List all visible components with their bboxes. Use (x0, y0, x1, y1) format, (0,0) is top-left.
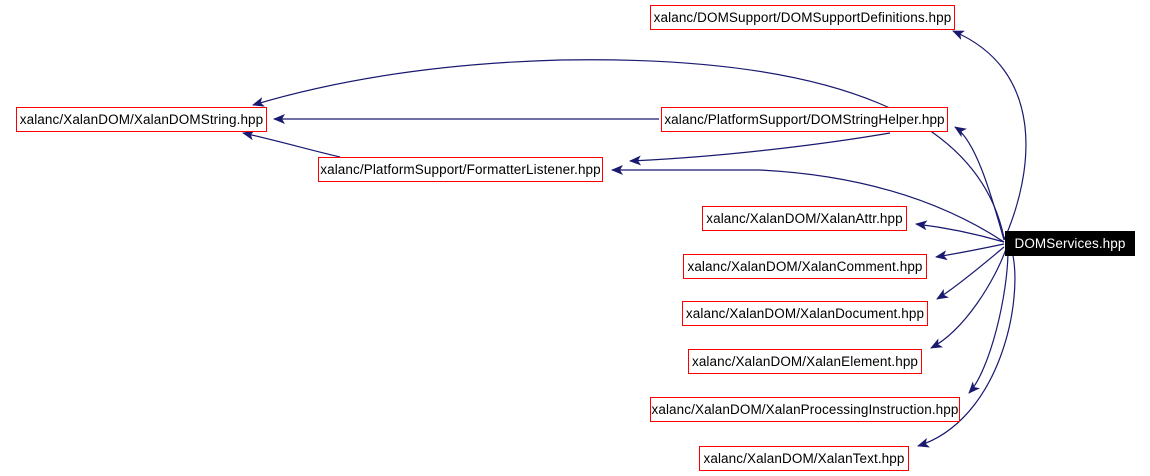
node-label: xalanc/XalanDOM/XalanAttr.hpp (706, 210, 903, 226)
node-xalantext[interactable]: xalanc/XalanDOM/XalanText.hpp (699, 446, 909, 471)
node-domstringhelper[interactable]: xalanc/PlatformSupport/DOMStringHelper.h… (661, 107, 948, 132)
node-xalancomment[interactable]: xalanc/XalanDOM/XalanComment.hpp (683, 254, 927, 279)
node-label: xalanc/PlatformSupport/FormatterListener… (320, 161, 601, 177)
node-label: xalanc/PlatformSupport/DOMStringHelper.h… (664, 111, 945, 127)
node-label: xalanc/XalanDOM/XalanDOMString.hpp (19, 111, 264, 127)
edge-domservices-xalanprocessinginstruction (968, 249, 1009, 394)
node-label: xalanc/XalanDOM/XalanDocument.hpp (685, 305, 925, 321)
node-label: xalanc/XalanDOM/XalanText.hpp (703, 450, 905, 466)
node-label: xalanc/XalanDOM/XalanProcessingInstructi… (651, 401, 959, 417)
node-formatterlistener[interactable]: xalanc/PlatformSupport/FormatterListener… (318, 157, 603, 182)
node-label: DOMServices.hpp (1014, 235, 1126, 251)
edge-domservices-xalancomment (935, 243, 1005, 261)
node-label: xalanc/DOMSupport/DOMSupportDefinitions.… (653, 9, 952, 25)
node-label: xalanc/XalanDOM/XalanElement.hpp (691, 353, 919, 369)
edge-domservices-xalandocument (936, 246, 1005, 300)
node-xalandomstring[interactable]: xalanc/XalanDOM/XalanDOMString.hpp (16, 107, 267, 132)
edge-domstringhelper-formatterlistener (629, 132, 891, 166)
node-label: xalanc/XalanDOM/XalanComment.hpp (687, 258, 923, 274)
edge-domservices-xalanattr (915, 220, 1005, 243)
node-xalanprocessinginstruction[interactable]: xalanc/XalanDOM/XalanProcessingInstructi… (650, 397, 960, 422)
node-xalanelement[interactable]: xalanc/XalanDOM/XalanElement.hpp (688, 349, 922, 374)
node-domservices-current[interactable]: DOMServices.hpp (1005, 231, 1135, 256)
node-domsupportdefinitions[interactable]: xalanc/DOMSupport/DOMSupportDefinitions.… (650, 5, 955, 30)
node-xalandocument[interactable]: xalanc/XalanDOM/XalanDocument.hpp (682, 301, 928, 326)
node-xalanattr[interactable]: xalanc/XalanDOM/XalanAttr.hpp (702, 206, 907, 231)
edge-domservices-domsupportdefinitions (952, 30, 1027, 241)
edge-domservices-xalanelement (930, 248, 1007, 349)
edge-domservices-domstringhelper (954, 126, 1005, 241)
edge-formatterlistener-xalandomstring (242, 130, 341, 158)
